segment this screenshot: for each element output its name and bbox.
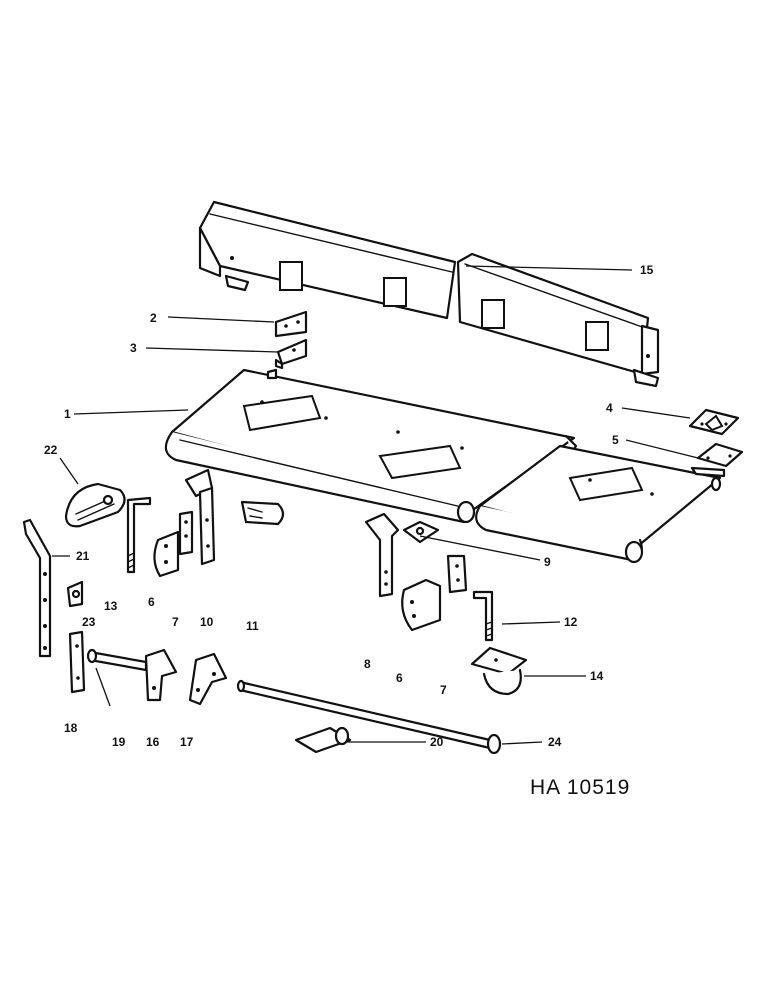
callout-17: 17 [180, 735, 194, 749]
leader-lines [52, 265, 699, 745]
callout-16: 16 [146, 735, 160, 749]
callout-5: 5 [612, 433, 619, 447]
drawing-code: HA 10519 [530, 776, 630, 799]
callout-21: 21 [76, 549, 90, 563]
callout-2: 2 [150, 311, 157, 325]
part-13-bolt [126, 496, 152, 574]
callout-12: 12 [564, 615, 578, 629]
part-22-handle [64, 482, 126, 528]
callout-22: 22 [44, 443, 58, 457]
part-12-bolt [472, 590, 494, 642]
part-1b-pan [475, 444, 722, 564]
callout-11: 11 [246, 619, 259, 633]
callout-7a: 7 [172, 615, 179, 629]
callout-15: 15 [640, 263, 654, 277]
part-5-hinge [690, 442, 744, 478]
callout-20: 20 [430, 735, 444, 749]
callout-6a: 6 [148, 595, 155, 609]
callout-3: 3 [130, 341, 137, 355]
callout-18: 18 [64, 721, 78, 735]
callout-24: 24 [548, 735, 562, 749]
part-7-plate [178, 510, 194, 556]
callout-1: 1 [64, 407, 71, 421]
callout-6b: 6 [396, 671, 403, 685]
part-7b-plate [446, 554, 468, 594]
part-14-strap [470, 646, 528, 696]
callout-14: 14 [590, 669, 604, 683]
part-11-plate [240, 500, 285, 526]
part-10-bracket [184, 468, 216, 566]
part-20-assembly [236, 679, 492, 754]
part-8-bracket [364, 512, 400, 598]
callout-7b: 7 [440, 683, 447, 697]
callout-10: 10 [200, 615, 214, 629]
callout-13: 13 [104, 599, 118, 613]
part-2-plate [274, 310, 308, 338]
callout-23: 23 [82, 615, 96, 629]
callout-19: 19 [112, 735, 126, 749]
part-6b-clamp [401, 578, 442, 632]
part-16-bracket [144, 648, 178, 702]
part-19-shaft [86, 648, 148, 672]
part-21-strap [22, 518, 52, 658]
callout-9: 9 [544, 555, 551, 569]
part-3-bracket [274, 338, 308, 370]
callout-4: 4 [606, 401, 613, 415]
part-6-clamp [153, 530, 180, 578]
part-1-pan [164, 368, 578, 524]
callout-8: 8 [364, 657, 371, 671]
callout-labels: 1 2 3 4 5 6 6 7 7 8 9 10 11 12 13 14 15 … [44, 263, 654, 749]
part-4-plate [688, 408, 740, 436]
part-23-clip [66, 580, 84, 608]
part-9-cap [402, 520, 440, 544]
part-24-cap [486, 733, 502, 755]
part-17-bracket [188, 652, 228, 706]
part-18-plate [68, 630, 86, 694]
part-15-rear-panel [198, 200, 660, 388]
